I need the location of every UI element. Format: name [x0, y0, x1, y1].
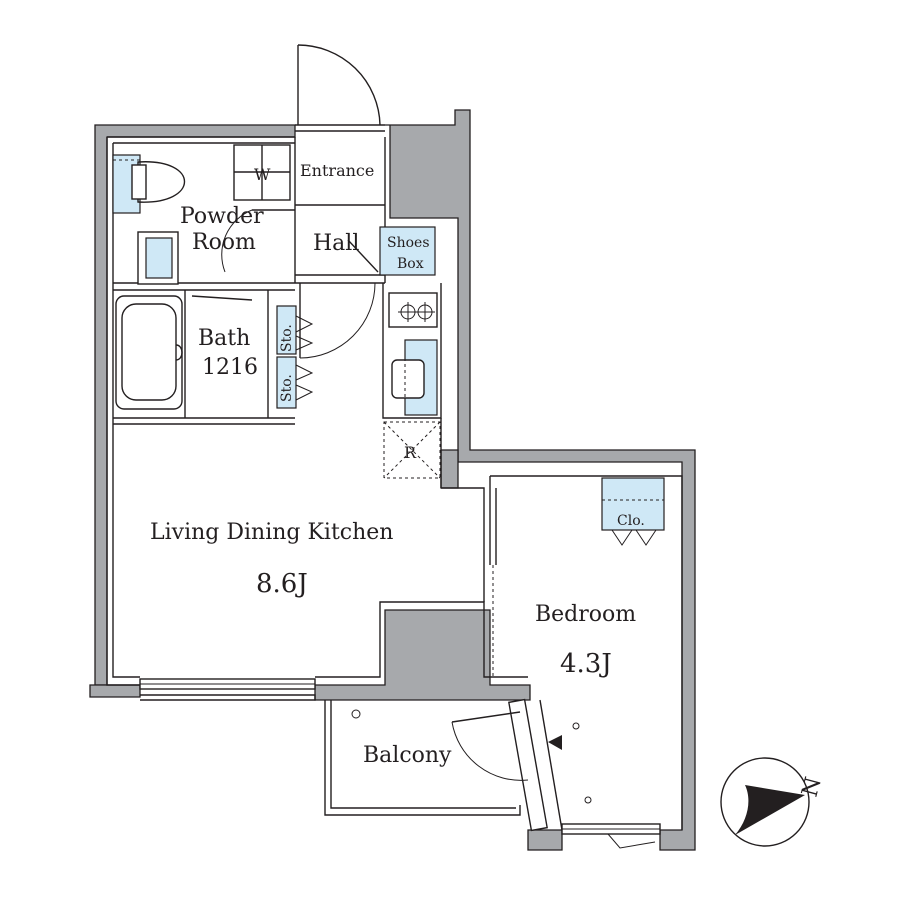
balcony-label: Balcony — [363, 743, 452, 768]
bath-label-line2: 1216 — [202, 355, 258, 380]
washer-label: W — [254, 165, 271, 184]
balcony-area — [324, 700, 521, 816]
hall-label: Hall — [313, 231, 359, 256]
ldk-size-label: 8.6J — [256, 569, 308, 599]
bedroom-label: Bedroom — [535, 602, 636, 627]
windows — [139, 678, 661, 849]
compass: N — [720, 757, 827, 847]
powder-room-label-line1: Powder — [180, 204, 264, 229]
bedroom-size-label: 4.3J — [560, 649, 612, 679]
north-arrow-icon — [735, 785, 805, 835]
closet-label: Clo. — [617, 513, 645, 529]
ldk-label: Living Dining Kitchen — [150, 520, 393, 545]
storage-label-lower: Sto. — [279, 374, 295, 402]
powder-room-label-line2: Room — [192, 230, 256, 255]
storage-label-upper: Sto. — [279, 324, 295, 352]
bath-label-line1: Bath — [198, 326, 250, 351]
fixtures — [112, 144, 665, 804]
shoes-box-label-line2: Box — [397, 256, 424, 272]
refrigerator-label: R — [404, 443, 417, 462]
doors — [191, 44, 529, 781]
shoes-box-label-line1: Shoes — [387, 235, 430, 251]
labels: Entrance W Powder Room Hall Shoes Box Ba… — [150, 161, 645, 768]
entrance-label: Entrance — [300, 161, 374, 180]
walls — [89, 109, 696, 851]
